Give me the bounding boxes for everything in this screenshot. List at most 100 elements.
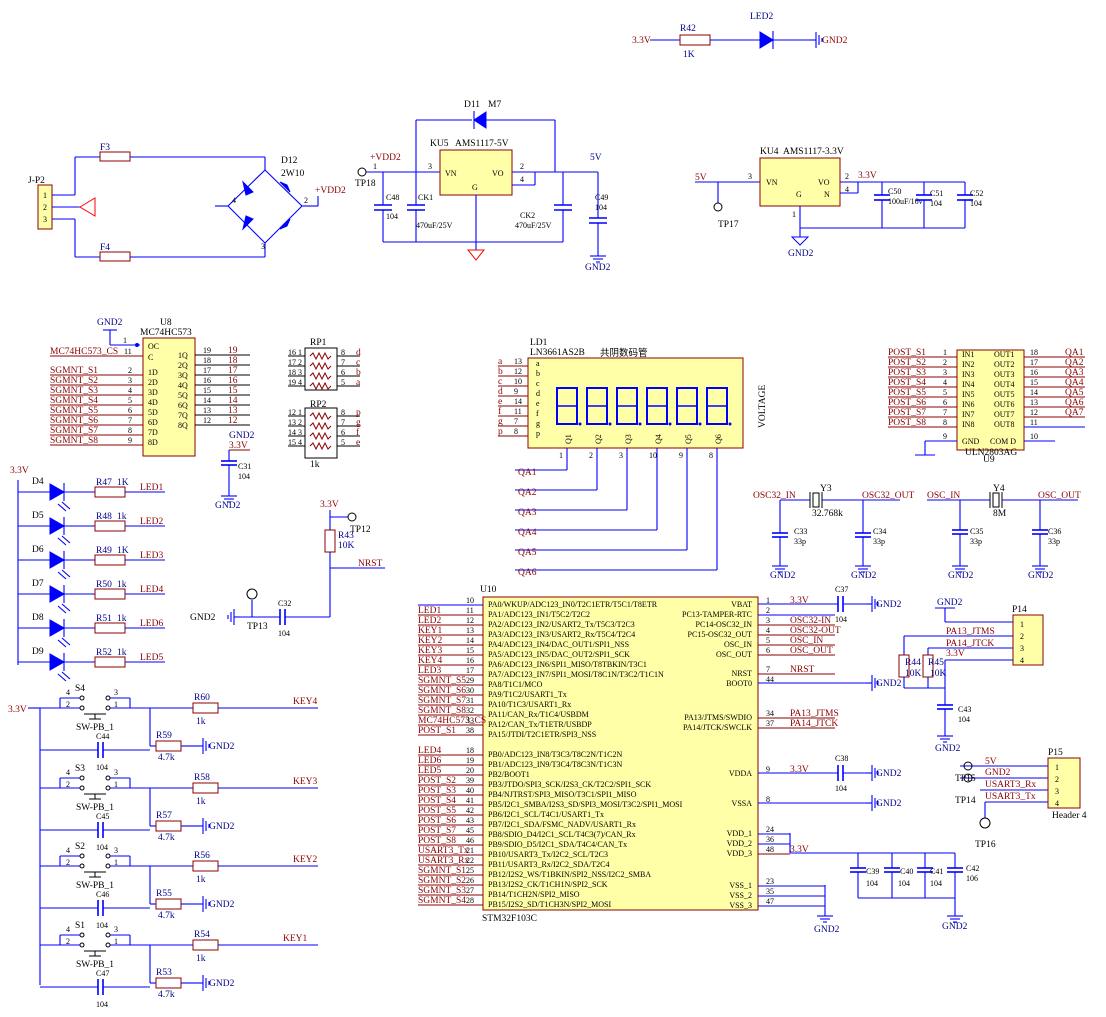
key-gnd-label: GND2 bbox=[209, 822, 235, 832]
u10-left-label: PB10/USART3_Tx/I2C2_SCL/T2C3 bbox=[488, 850, 608, 859]
net-3v3: 3.3V bbox=[632, 36, 651, 46]
led-ref: D4 bbox=[32, 477, 44, 487]
u10-left-pin: 15 bbox=[466, 646, 474, 655]
p15-pin3: 3 bbox=[1055, 787, 1059, 796]
u9-out-pin: 16 bbox=[1030, 368, 1038, 377]
digit-net: QA6 bbox=[518, 568, 537, 578]
u9-in-net: POST_S2 bbox=[888, 358, 926, 368]
c32-ref: C32 bbox=[278, 599, 291, 608]
u10-right-label: VDD_1 bbox=[727, 829, 752, 838]
led-resistor-ref: R52 bbox=[96, 648, 112, 658]
u8-left-net: SGMNT_S3 bbox=[50, 386, 98, 396]
u9-in-pin: 3 bbox=[943, 368, 947, 377]
u10-left-pin: 14 bbox=[466, 636, 474, 645]
led-ref: D7 bbox=[32, 579, 44, 589]
key-cap-ref: C46 bbox=[96, 890, 109, 899]
u9-driver: U9 ULN2803AG GND COM D 9 10 bbox=[915, 349, 1055, 465]
led-ray bbox=[61, 501, 71, 510]
u10-left-label: PB14/T1CH2N/SPI2_MISO bbox=[488, 890, 580, 899]
gnd2-label-2: GND2 bbox=[585, 263, 611, 273]
u10-ref: U10 bbox=[480, 585, 497, 595]
u9-out-label: OUT8 bbox=[994, 420, 1014, 429]
c42-value: 106 bbox=[966, 874, 978, 883]
c33-value: 33p bbox=[794, 537, 806, 546]
u10-left-pin: 13 bbox=[466, 626, 474, 635]
c52-value: 104 bbox=[970, 199, 982, 208]
u9-ref: U9 bbox=[983, 455, 995, 465]
disp-seg-net: d bbox=[498, 387, 503, 397]
u10-left-pin: 17 bbox=[466, 666, 474, 675]
c41-ref: C41 bbox=[930, 867, 943, 876]
u10-right-pin: 5 bbox=[766, 636, 770, 645]
u9-out-pin: 17 bbox=[1030, 358, 1038, 367]
u10-right-label: PA13/JTMS/SWDIO bbox=[684, 713, 752, 722]
u8-right-label: 2Q bbox=[178, 361, 188, 370]
ku4-vo: VO bbox=[818, 178, 830, 187]
gnd2-label-3: GND2 bbox=[788, 249, 814, 259]
u10-right-pin: 34 bbox=[766, 709, 774, 718]
digit-dp-icon bbox=[608, 422, 612, 426]
rp-resistor-icon bbox=[309, 431, 332, 441]
disp-seg-letter: b bbox=[536, 369, 540, 378]
u8-left-net: SGMNT_S2 bbox=[50, 376, 98, 386]
u9-in-net: POST_S3 bbox=[888, 368, 926, 378]
u8-right-net: 17 bbox=[228, 366, 238, 376]
led-ref: D8 bbox=[32, 613, 44, 623]
u10-right-pin: 7 bbox=[766, 665, 770, 674]
tp16-icon bbox=[979, 817, 991, 829]
u10-right-net: OSC32-OUT bbox=[790, 626, 841, 636]
bridge-pin4: 4 bbox=[232, 196, 236, 205]
switch-contact-icon bbox=[105, 775, 111, 781]
rp-right-net: f bbox=[356, 427, 360, 438]
disp-seg-letter: g bbox=[536, 419, 540, 428]
u10-left-pin: 10 bbox=[466, 596, 474, 605]
rp-left-pin: 14 bbox=[288, 428, 296, 437]
ku4-pin2: 2 bbox=[845, 172, 849, 181]
vdd2-net-label: +VDD2 bbox=[315, 186, 346, 196]
rp-right-net: a bbox=[356, 378, 361, 388]
u9-out-label: OUT1 bbox=[994, 350, 1014, 359]
rp-right-pin: 7 bbox=[341, 418, 345, 427]
u10-right-label: OSC_IN bbox=[724, 640, 752, 649]
switch-contact-icon bbox=[79, 863, 85, 869]
u10-left-label: PA5/ADC123_IN5/DAC_OUT2/SPI1_SCK bbox=[488, 650, 630, 659]
u10-left-net: POST_S5 bbox=[418, 806, 456, 816]
c48-ref: C48 bbox=[386, 193, 399, 202]
rp2-value: 1k bbox=[310, 460, 320, 470]
net-3v3-u8: 3.3V bbox=[229, 441, 248, 451]
p14-net-jtck: PA14_JTCK bbox=[946, 639, 994, 649]
pulldown-resistor-icon bbox=[155, 820, 182, 832]
ku5-pin3: 3 bbox=[428, 162, 432, 171]
digit-dp-icon bbox=[638, 422, 642, 426]
c37-value: 104 bbox=[835, 615, 847, 624]
u8-right-pin: 18 bbox=[203, 356, 211, 365]
u10-left-net: SGMNT_S8 bbox=[418, 706, 466, 716]
u9-out-label: OUT6 bbox=[994, 400, 1014, 409]
p15-net-rx: USART3_Rx bbox=[985, 780, 1036, 790]
y4-value: 8M bbox=[993, 509, 1007, 519]
u10-left-net: POST_S6 bbox=[418, 816, 456, 826]
ld1-value: LN3661AS2B bbox=[530, 348, 585, 358]
disp-seg-pin: 12 bbox=[514, 367, 522, 376]
u8-left-pin: 6 bbox=[128, 406, 132, 415]
u9-in-label: IN2 bbox=[962, 360, 974, 369]
u10-left-label: PB15/I2S2_SD/T1CH3N/SPI2_MOSI bbox=[488, 900, 611, 909]
u9-out-net: QA2 bbox=[1065, 358, 1084, 368]
net-3v3-leds: 3.3V bbox=[10, 466, 29, 476]
u10-left-label: PA0/WKUP/ADC123_IN0/T2C1ETR/T5C1/T8ETR bbox=[488, 600, 658, 609]
u8-right-label: 8Q bbox=[178, 421, 188, 430]
key-resistor-icon bbox=[192, 860, 219, 872]
u10-left-label: PA9/T1C2/USART1_Tx bbox=[488, 690, 567, 699]
disp-seg-letter: p bbox=[536, 429, 540, 438]
led-diode-icon bbox=[49, 585, 66, 603]
u10-left-label: PB1/ADC123_IN9/T3C4/T8C3N/T1C3N bbox=[488, 760, 622, 769]
u8-left-pin: 7 bbox=[128, 416, 132, 425]
net-5v-2: 5V bbox=[695, 173, 707, 183]
led-ray bbox=[57, 639, 67, 648]
ku4-value: AMS1117-3.3V bbox=[783, 147, 844, 157]
rp-right-pin: 5 bbox=[341, 378, 345, 387]
u10-right-label: VBAT bbox=[731, 600, 752, 609]
jp2-pin3: 3 bbox=[43, 215, 47, 224]
p14-ref: P14 bbox=[1012, 605, 1027, 615]
